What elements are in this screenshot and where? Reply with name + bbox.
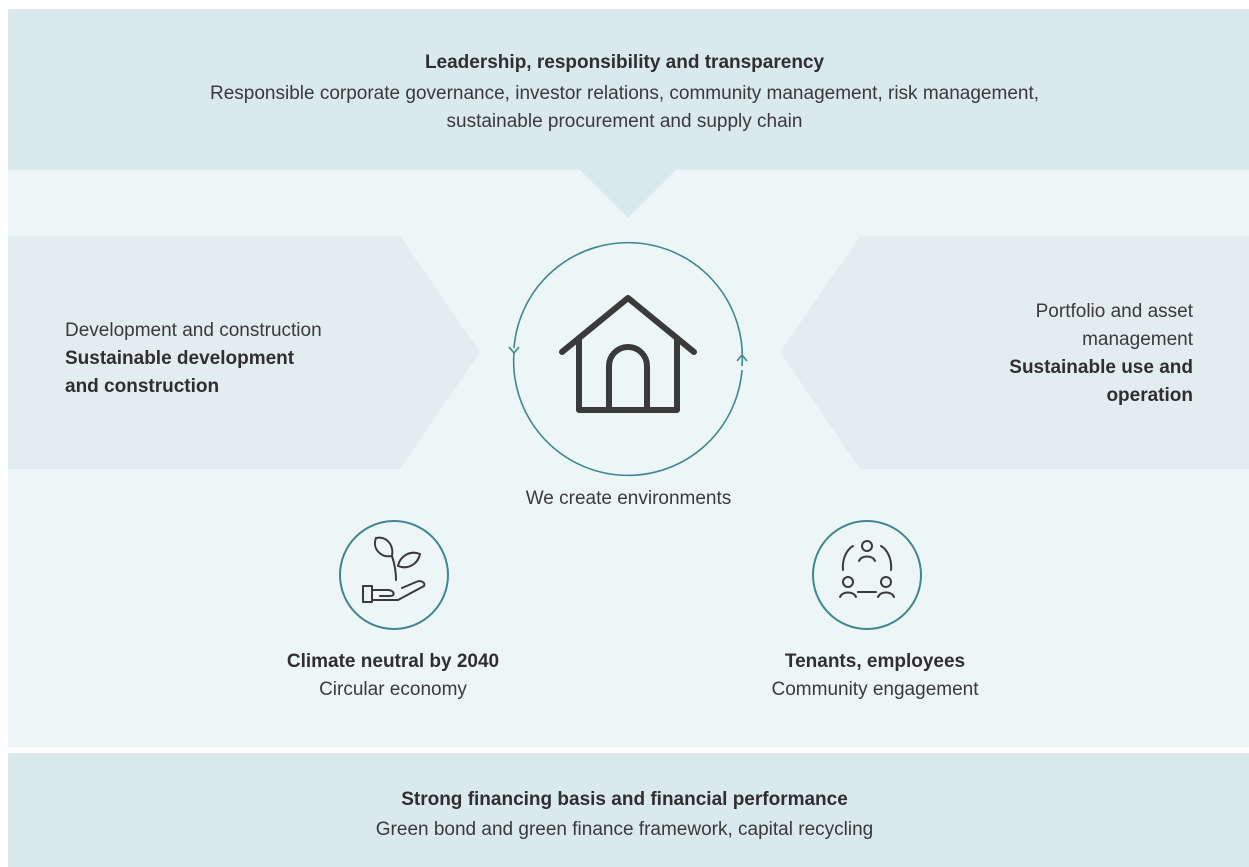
right-panel-text: Portfolio and asset management Sustainab… bbox=[893, 298, 1193, 410]
people-circle-icon bbox=[812, 520, 922, 630]
pillar-climate-subtitle: Circular economy bbox=[319, 679, 467, 700]
pillar-climate: Climate neutral by 2040 Circular economy bbox=[243, 648, 543, 704]
pillar-people-subtitle: Community engagement bbox=[771, 679, 979, 700]
pillar-people-title: Tenants, employees bbox=[784, 651, 966, 672]
arrow-up-icon bbox=[736, 353, 748, 362]
pillar-people: Tenants, employees Community engagement bbox=[725, 648, 1025, 704]
center-caption: We create environments bbox=[525, 488, 732, 509]
right-bold-line2: operation bbox=[1106, 385, 1193, 406]
house-icon bbox=[559, 295, 697, 413]
top-title: Leadership, responsibility and transpare… bbox=[424, 52, 825, 73]
top-description-line2: sustainable procurement and supply chain bbox=[446, 111, 803, 132]
left-heading: Development and construction bbox=[65, 320, 322, 341]
cycle-arc-bottom bbox=[512, 351, 743, 477]
right-bold-line1: Sustainable use and bbox=[1009, 357, 1193, 378]
pillar-climate-title: Climate neutral by 2040 bbox=[286, 651, 500, 672]
right-panel bbox=[780, 236, 1249, 469]
bottom-band bbox=[8, 753, 1249, 867]
top-pointer bbox=[580, 170, 676, 218]
plant-in-hand-icon bbox=[339, 520, 449, 630]
top-description-line1: Responsible corporate governance, invest… bbox=[209, 83, 1040, 104]
arrow-down-icon bbox=[508, 346, 520, 355]
bottom-description: Green bond and green finance framework, … bbox=[375, 819, 874, 840]
bottom-title: Strong financing basis and financial per… bbox=[401, 789, 848, 810]
left-panel-text: Development and construction Sustainable… bbox=[65, 317, 405, 401]
cycle-circle bbox=[508, 241, 748, 477]
top-band bbox=[8, 9, 1249, 170]
cycle-arc-top bbox=[513, 241, 744, 367]
left-panel bbox=[8, 236, 480, 469]
left-bold-line1: Sustainable development bbox=[65, 348, 295, 369]
right-heading-line1: Portfolio and asset bbox=[1035, 301, 1193, 322]
top-description: Responsible corporate governance, invest… bbox=[0, 80, 1249, 136]
right-heading-line2: management bbox=[1082, 329, 1193, 350]
left-bold-line2: and construction bbox=[65, 376, 220, 397]
